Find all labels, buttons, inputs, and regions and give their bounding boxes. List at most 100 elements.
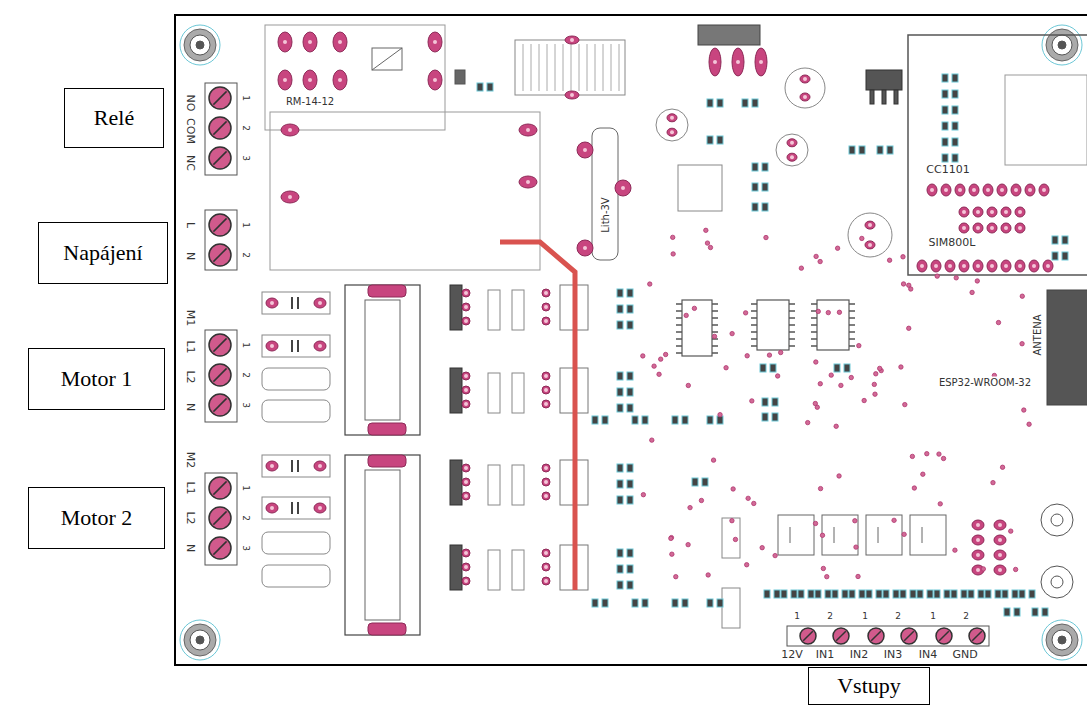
via bbox=[818, 382, 822, 386]
solder-pad bbox=[266, 503, 278, 513]
smd-pad bbox=[772, 413, 778, 421]
via bbox=[907, 326, 911, 330]
via bbox=[938, 502, 942, 506]
fuse-clip bbox=[368, 455, 406, 467]
smd-pad bbox=[1029, 590, 1035, 598]
pad-hole bbox=[948, 264, 952, 268]
via bbox=[996, 320, 1000, 324]
smd-pad bbox=[627, 388, 633, 396]
fuse-holder bbox=[345, 455, 420, 635]
pad-hole bbox=[759, 60, 763, 64]
smd-pad bbox=[742, 99, 748, 107]
pin-number: 3 bbox=[240, 401, 250, 409]
solder-pad bbox=[667, 114, 677, 122]
via bbox=[805, 420, 809, 424]
resistor-outline bbox=[262, 532, 330, 554]
optocoupler bbox=[866, 515, 902, 555]
silkscreen-label: IN2 bbox=[849, 649, 869, 661]
smd-pad bbox=[617, 565, 623, 573]
via bbox=[745, 354, 749, 358]
fuse-clip bbox=[368, 423, 406, 435]
terminal-screw bbox=[800, 628, 816, 644]
relay-body bbox=[270, 112, 540, 270]
solder-pad bbox=[462, 492, 470, 500]
via bbox=[775, 374, 779, 378]
smd-pad bbox=[1052, 236, 1058, 244]
smd-pad bbox=[978, 590, 984, 598]
via bbox=[708, 245, 712, 249]
film-capacitor bbox=[262, 335, 330, 357]
silkscreen-label: M1 bbox=[184, 309, 196, 328]
pad-hole bbox=[464, 388, 468, 392]
pin-number: 3 bbox=[240, 544, 250, 552]
via bbox=[1022, 408, 1026, 412]
smd-pad bbox=[682, 416, 688, 424]
via bbox=[937, 452, 941, 456]
silkscreen-label: COM bbox=[184, 117, 196, 145]
smd-pad bbox=[627, 372, 633, 380]
via bbox=[910, 454, 914, 458]
smd-pad bbox=[1012, 590, 1018, 598]
pad-hole bbox=[308, 78, 312, 82]
smd-pad bbox=[910, 590, 916, 598]
solder-pad bbox=[987, 260, 997, 272]
solder-pad bbox=[973, 223, 983, 233]
pin-number: 1 bbox=[240, 94, 250, 102]
silkscreen-label: L2 bbox=[184, 510, 196, 525]
smd-pad bbox=[707, 99, 713, 107]
via bbox=[641, 493, 645, 497]
via bbox=[814, 360, 818, 364]
ic-leg bbox=[751, 303, 757, 305]
solder-pad bbox=[565, 36, 579, 44]
screw-slot bbox=[213, 338, 226, 351]
pad-hole bbox=[986, 188, 990, 192]
ic-leg bbox=[676, 324, 682, 326]
smd-pad bbox=[627, 549, 633, 557]
via bbox=[860, 236, 864, 240]
smd-pad bbox=[627, 404, 633, 412]
film-capacitor bbox=[262, 455, 330, 477]
electrolytic-capacitor bbox=[656, 109, 688, 141]
pad-hole bbox=[288, 128, 292, 132]
solder-pad bbox=[1025, 184, 1035, 196]
resistor-outline bbox=[512, 465, 524, 505]
via bbox=[658, 357, 662, 361]
fuse-body bbox=[365, 300, 400, 420]
ic-leg bbox=[676, 310, 682, 312]
solder-pad bbox=[542, 317, 550, 325]
transistor bbox=[450, 368, 462, 413]
via bbox=[1020, 342, 1024, 346]
smd-pad bbox=[632, 416, 638, 424]
ic-leg bbox=[789, 310, 795, 312]
pad-hole bbox=[288, 195, 292, 199]
fuse-clip bbox=[368, 285, 406, 297]
solder-pad bbox=[800, 93, 810, 101]
solder-pad bbox=[755, 48, 767, 76]
solder-pad bbox=[917, 260, 927, 272]
pad-hole bbox=[464, 551, 468, 555]
via bbox=[887, 258, 891, 262]
resistor-outline bbox=[488, 290, 500, 330]
resistor-outline bbox=[262, 368, 330, 390]
terminal-screw bbox=[209, 244, 231, 266]
pad-hole bbox=[318, 344, 322, 348]
mounting-hole-ring bbox=[190, 35, 210, 55]
regulator-leg bbox=[894, 90, 898, 104]
pad-hole bbox=[1004, 226, 1008, 230]
terminal-screw bbox=[209, 394, 231, 416]
smd-pad bbox=[1052, 252, 1058, 260]
screw-slot bbox=[213, 248, 226, 261]
heatsink-fin bbox=[555, 44, 556, 91]
smd-pad bbox=[917, 590, 923, 598]
via bbox=[760, 545, 764, 549]
via bbox=[663, 352, 667, 356]
solder-pad bbox=[266, 341, 278, 351]
smd-pad bbox=[707, 416, 713, 424]
via bbox=[1027, 422, 1031, 426]
smd-pad bbox=[952, 106, 958, 114]
via bbox=[686, 383, 690, 387]
solder-pad bbox=[278, 32, 292, 52]
solder-pad bbox=[303, 70, 317, 90]
smd-pad bbox=[849, 590, 855, 598]
